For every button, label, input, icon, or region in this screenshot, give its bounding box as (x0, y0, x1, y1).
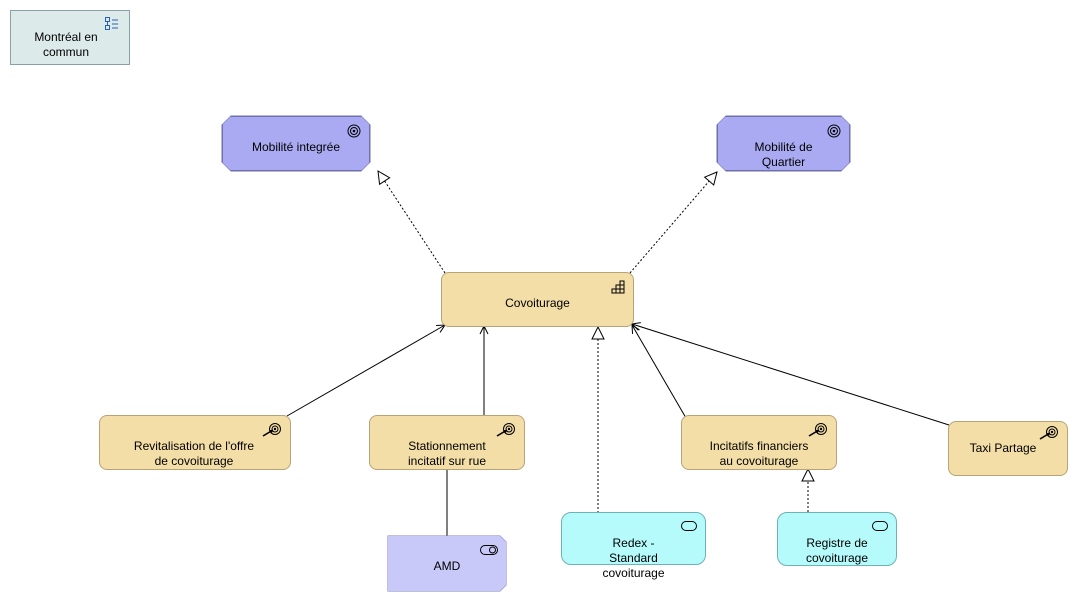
outcome-label: Stationnement incitatif sur rue (407, 439, 487, 468)
outcome-target-icon (1039, 426, 1058, 440)
service-icon (872, 521, 888, 531)
outcome-target-icon (808, 423, 827, 437)
outcome-target-icon (496, 423, 515, 437)
goal-label: Mobilité integrée (251, 140, 341, 154)
service-label: Registre de covoiturage (805, 536, 869, 565)
view-icon (105, 17, 118, 30)
service-redex[interactable]: Redex - Standard covoiturage (561, 512, 706, 580)
outcome-label: Taxi Partage (969, 441, 1037, 455)
outcome-revitalisation[interactable]: Revitalisation de l'offre de covoiturage (99, 415, 291, 470)
capability-grid-icon (611, 280, 625, 294)
realization-to-mobilite-quartier (629, 172, 717, 274)
view-montreal-en-commun[interactable]: Montréal en commun (10, 10, 130, 65)
amd-label: AMD (433, 559, 461, 573)
link-revitalisation-to-covoiturage (286, 325, 445, 417)
link-incitatifs-to-covoiturage (632, 325, 687, 419)
outcome-taxi-partage[interactable]: Taxi Partage (948, 421, 1068, 476)
outcome-incitatifs-financiers[interactable]: Incitatifs financiers au covoiturage (681, 415, 837, 470)
outcome-target-icon (262, 423, 281, 437)
service-registre[interactable]: Registre de covoiturage (777, 512, 897, 566)
goal-mobilite-de-quartier[interactable]: Mobilité de Quartier (MdQ) (717, 116, 850, 171)
service-label: Redex - Standard covoiturage (602, 536, 665, 580)
link-taxi-to-covoiturage (632, 324, 950, 426)
capability-covoiturage[interactable]: Covoiturage (441, 272, 634, 327)
outcome-label: Incitatifs financiers au covoiturage (709, 439, 809, 468)
interface-toggle-icon (480, 545, 498, 555)
interface-amd[interactable]: AMD (388, 536, 506, 591)
capability-label: Covoiturage (505, 296, 570, 310)
outcome-stationnement[interactable]: Stationnement incitatif sur rue (369, 415, 525, 470)
realization-to-mobilite-integree (378, 171, 446, 274)
goal-target-icon (347, 124, 361, 138)
goal-mobilite-integree[interactable]: Mobilité integrée (222, 116, 370, 171)
outcome-label: Revitalisation de l'offre de covoiturage (133, 439, 255, 468)
goal-target-icon (827, 124, 841, 138)
view-label: Montréal en commun (34, 30, 98, 59)
service-icon (681, 521, 697, 531)
